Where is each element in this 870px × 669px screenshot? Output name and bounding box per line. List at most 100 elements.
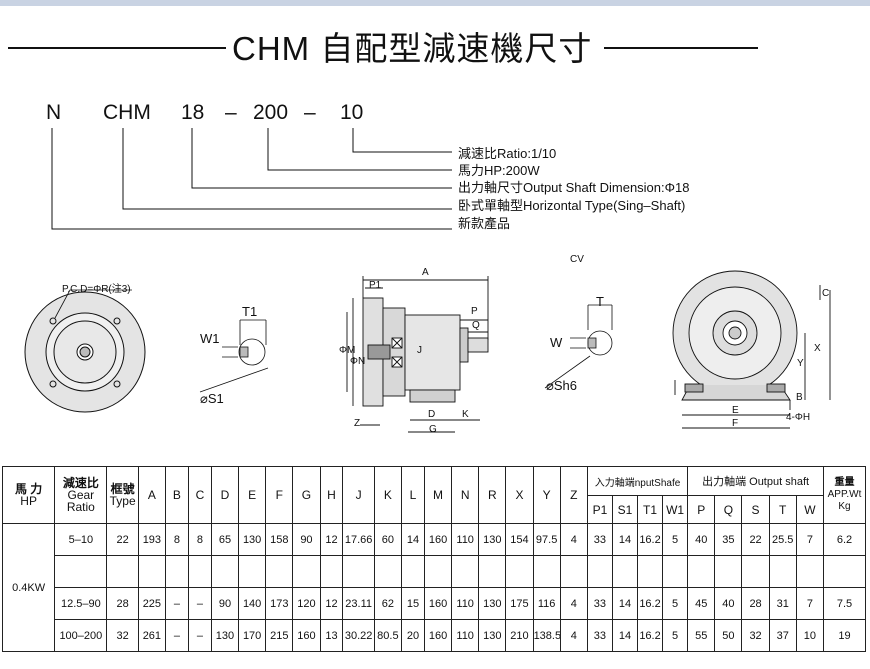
legend-hp: 馬力HP:200W (458, 163, 540, 178)
label-q: Q (472, 320, 480, 331)
label-a: A (422, 267, 429, 278)
legend-type: 卧式單軸型Horizontal Type(Sing–Shaft) (458, 198, 686, 213)
table-cell: – (164, 619, 189, 652)
table-cell: 23.11 (342, 587, 375, 620)
leader-shaft (191, 128, 452, 189)
table-cell (423, 555, 453, 588)
table-cell: 158 (265, 523, 294, 556)
label-k: K (462, 409, 469, 420)
code-power: 200 (253, 101, 289, 124)
label-n: ΦN (350, 356, 366, 367)
table-cell: 90 (210, 587, 240, 620)
leader-new (51, 128, 452, 230)
col-r: R (478, 466, 507, 524)
table-cell: 22 (741, 523, 770, 556)
table-cell (768, 555, 797, 588)
table-cell (106, 555, 139, 588)
code-dash-2: – (304, 101, 316, 124)
table-cell: 5 (662, 587, 689, 620)
table-cell: 33 (586, 523, 613, 556)
label-sh6: ⌀Sh6 (546, 378, 577, 393)
table-cell (505, 555, 534, 588)
table-cell: 6.2 (822, 523, 867, 556)
table-cell (319, 555, 344, 588)
label-h: 4-ΦH (786, 412, 811, 423)
table-cell: 80.5 (373, 619, 402, 652)
table-cell (478, 555, 507, 588)
end-view-with-feet (672, 270, 831, 429)
technical-drawings (24, 128, 831, 433)
table-cell: 7.5 (822, 587, 867, 620)
col-g: G (292, 466, 321, 524)
table-cell: 60 (373, 523, 402, 556)
table-cell: 110 (451, 619, 480, 652)
table-cell: 25.5 (768, 523, 797, 556)
table-cell (187, 555, 212, 588)
label-w: W (550, 335, 563, 350)
label-x: X (814, 343, 821, 354)
col-s: S (741, 495, 770, 524)
table-cell: 4 (559, 587, 588, 620)
table-row-blank (3, 555, 867, 588)
table-cell: 16.2 (636, 619, 664, 652)
table-cell: 170 (238, 619, 267, 652)
table-cell: 12 (319, 523, 344, 556)
table-cell: 28 (741, 587, 770, 620)
table-cell: 261 (137, 619, 166, 652)
col-w1: W1 (662, 495, 689, 524)
table-cell (636, 555, 664, 588)
table-cell (586, 555, 613, 588)
col-j: J (342, 466, 375, 524)
input-shaft-view (199, 319, 269, 393)
label-z: Z (354, 418, 361, 429)
table-cell: 55 (687, 619, 716, 652)
flange-front-view (24, 289, 146, 413)
table-cell (714, 555, 743, 588)
col-c: C (187, 466, 212, 524)
col-d: D (210, 466, 240, 524)
col-s1: S1 (611, 495, 639, 524)
table-cell: 33 (586, 587, 613, 620)
table-cell: 45 (687, 587, 716, 620)
table-cell (400, 555, 425, 588)
table-cell: 210 (505, 619, 534, 652)
label-b: B (796, 392, 803, 403)
table-cell: 4 (559, 523, 588, 556)
table-cell: 17.66 (342, 523, 375, 556)
code-n: N (46, 101, 62, 124)
table-cell: 14 (611, 523, 639, 556)
table-cell: 193 (137, 523, 166, 556)
table-cell: 138.5 (532, 619, 561, 652)
table-cell: 31 (768, 587, 797, 620)
table-cell: 12.5–90 (54, 587, 108, 620)
table-cell (741, 555, 770, 588)
table-cell (559, 555, 588, 588)
table-cell: 22 (106, 523, 139, 556)
label-g: G (429, 424, 437, 435)
table-cell: 32 (741, 619, 770, 652)
table-cell: 130 (210, 619, 240, 652)
leader-type (122, 128, 452, 210)
legend-shaft: 出力軸尺寸Output Shaft Dimension:Φ18 (458, 180, 690, 195)
leader-ratio (352, 128, 452, 153)
table-cell: 4 (559, 619, 588, 652)
table-cell: 19 (822, 619, 867, 652)
table-cell: 140 (238, 587, 267, 620)
table-cell: 14 (611, 619, 639, 652)
table-cell: 160 (423, 619, 453, 652)
top-accent-bar (0, 0, 870, 6)
table-cell (687, 555, 716, 588)
table-cell: 5–10 (54, 523, 108, 556)
table-cell (238, 555, 267, 588)
col-e: E (238, 466, 267, 524)
label-s1: ⌀S1 (200, 391, 224, 406)
table-cell: 5 (662, 619, 689, 652)
table-cell: – (187, 619, 212, 652)
table-cell: 160 (292, 619, 321, 652)
table-cell: 8 (187, 523, 212, 556)
label-cv: CV (570, 254, 584, 265)
label-t: T (596, 294, 604, 309)
